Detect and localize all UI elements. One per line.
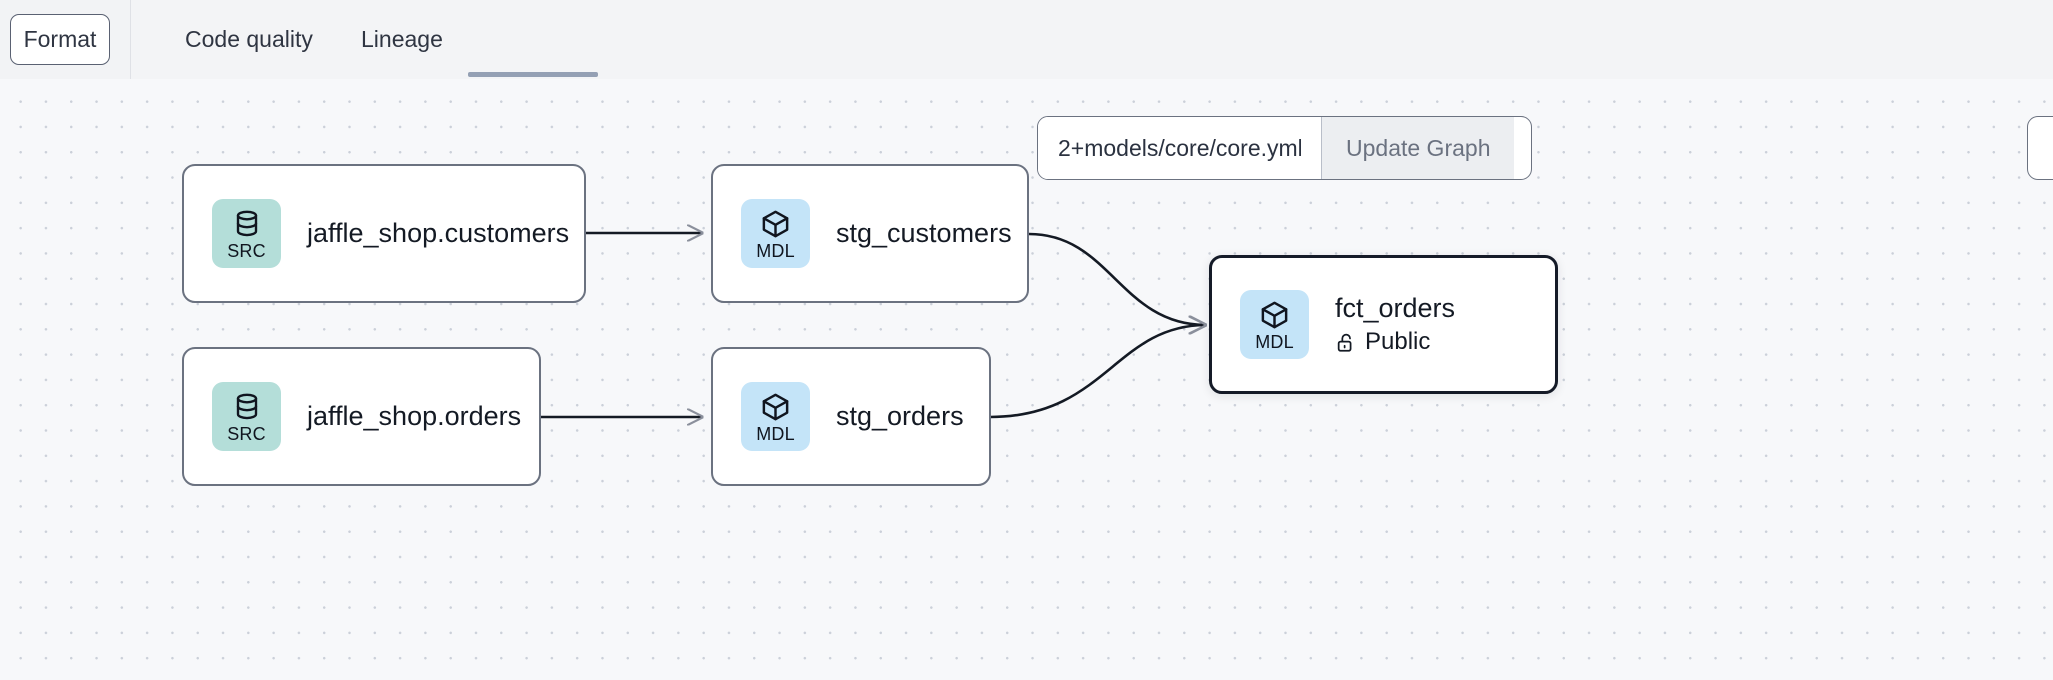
badge-label: SRC xyxy=(227,423,266,444)
tab-code-quality[interactable]: Code quality xyxy=(185,26,313,52)
node-title: fct_orders xyxy=(1335,293,1456,324)
lineage-canvas[interactable]: SRC jaffle_shop.customers MDL stg_custo xyxy=(0,79,2053,680)
node-body: stg_orders xyxy=(836,401,964,433)
node-body: jaffle_shop.orders xyxy=(307,401,521,433)
lineage-node-stg-customers[interactable]: MDL stg_customers xyxy=(711,164,1029,303)
toolbar: Format Code quality Lineage xyxy=(0,0,2053,79)
unlock-icon xyxy=(1335,331,1357,354)
node-access-label: Public xyxy=(1365,328,1431,356)
cube-icon xyxy=(1259,299,1290,331)
source-badge: SRC xyxy=(212,199,281,268)
edge-stg-orders-to-fct-orders xyxy=(989,325,1205,419)
tab-lineage[interactable]: Lineage xyxy=(361,26,443,52)
node-body: stg_customers xyxy=(836,218,1012,250)
edge-stg-customers-to-fct-orders xyxy=(1028,232,1205,325)
model-badge: MDL xyxy=(741,382,810,451)
node-access-meta: Public xyxy=(1335,328,1455,356)
node-title: stg_orders xyxy=(836,400,964,431)
cube-icon xyxy=(760,208,791,240)
model-badge: MDL xyxy=(1240,290,1309,359)
database-icon xyxy=(232,391,262,423)
badge-label: SRC xyxy=(227,240,266,261)
node-body: jaffle_shop.customers xyxy=(307,218,569,250)
lineage-node-stg-orders[interactable]: MDL stg_orders xyxy=(711,347,991,486)
update-graph-button[interactable]: Update Graph xyxy=(1321,117,1515,179)
graph-options-panel-stub[interactable] xyxy=(2027,116,2053,180)
lineage-node-fct-orders[interactable]: MDL fct_orders Public xyxy=(1209,255,1558,394)
source-badge: SRC xyxy=(212,382,281,451)
active-tab-indicator xyxy=(468,72,598,77)
node-title: stg_customers xyxy=(836,217,1012,248)
lineage-node-jaffle-shop-customers[interactable]: SRC jaffle_shop.customers xyxy=(182,164,586,303)
cube-icon xyxy=(760,391,791,423)
model-badge: MDL xyxy=(741,199,810,268)
node-title: jaffle_shop.customers xyxy=(307,217,570,248)
node-title: jaffle_shop.orders xyxy=(307,400,522,431)
badge-label: MDL xyxy=(756,423,795,444)
database-icon xyxy=(232,208,262,240)
badge-label: MDL xyxy=(1255,331,1294,352)
node-body: fct_orders Public xyxy=(1335,293,1455,355)
graph-selector-group: Update Graph xyxy=(1037,116,1532,180)
format-button[interactable]: Format xyxy=(10,14,110,65)
lineage-node-jaffle-shop-orders[interactable]: SRC jaffle_shop.orders xyxy=(182,347,541,486)
node-selector-input[interactable] xyxy=(1038,117,1321,179)
badge-label: MDL xyxy=(756,240,795,261)
toolbar-left-section: Format xyxy=(0,0,131,79)
